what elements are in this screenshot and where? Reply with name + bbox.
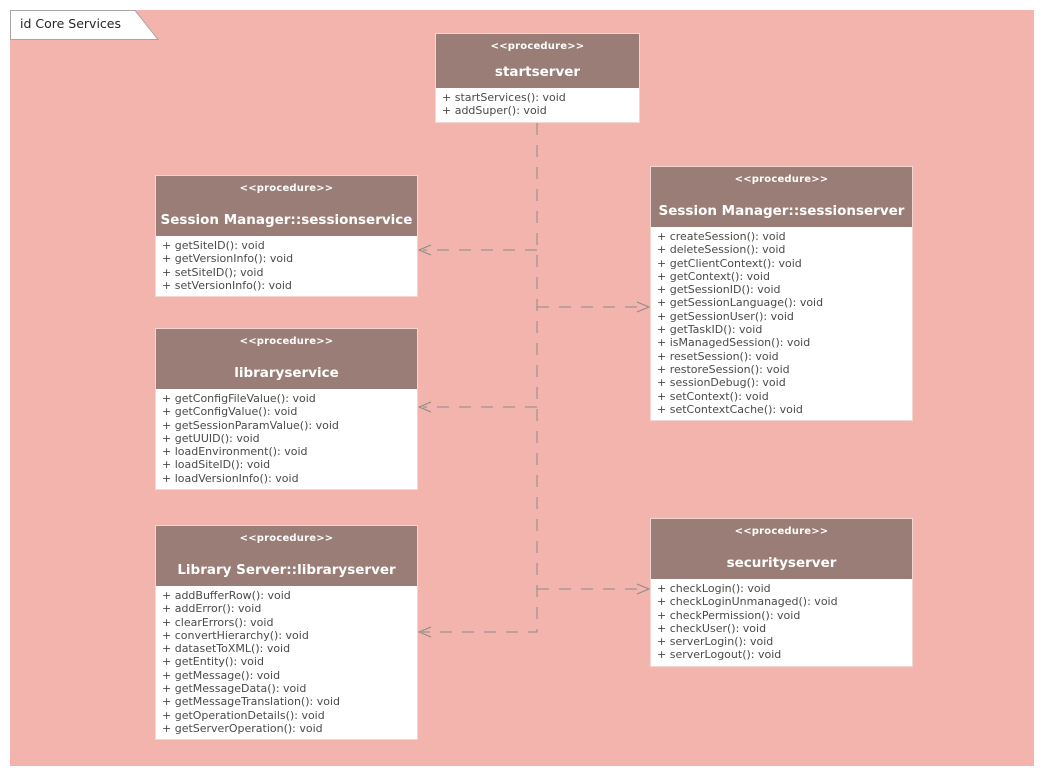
method-item: + getSessionLanguage(): void <box>657 296 824 310</box>
open-arrowhead-icon <box>636 583 651 595</box>
method-item: + getConfigValue(): void <box>162 405 298 419</box>
frame-label-tab <box>10 10 160 40</box>
method-item: + getServerOperation(): void <box>162 721 323 735</box>
class-header: <<procedure>> Session Manager::sessionse… <box>156 176 417 236</box>
method-item: + getSessionID(): void <box>657 283 781 297</box>
method-item: + getMessage(): void <box>162 668 281 682</box>
method-item: + getVersionInfo(): void <box>162 252 294 266</box>
method-item: + datasetToXML(): void <box>162 642 291 656</box>
method-item: + getSiteID(): void <box>162 239 265 252</box>
method-item: + getClientContext(): void <box>657 256 802 270</box>
dependency-startserver-to-libraryserver[interactable] <box>422 123 538 633</box>
method-list: + createSession(): void+ deleteSession()… <box>651 227 912 421</box>
class-box-libraryservice[interactable]: <<procedure>> libraryservice + getConfig… <box>155 328 418 491</box>
method-item: + getSessionUser(): void <box>657 309 794 323</box>
method-item: + setVersionInfo(): void <box>162 278 292 292</box>
method-item: + getTaskID(): void <box>657 323 763 337</box>
method-item: + resetSession(): void <box>657 349 779 363</box>
method-item: + addSuper(): void <box>442 104 547 118</box>
open-arrowhead-icon <box>417 244 432 256</box>
frame-label-shape <box>10 10 160 40</box>
method-item: + sessionDebug(): void <box>657 376 786 390</box>
method-item: + createSession(): void <box>657 230 786 243</box>
method-item: + getEntity(): void <box>162 655 264 669</box>
class-name: Session Manager::sessionservice <box>160 212 413 228</box>
method-item: + serverLogout(): void <box>657 648 782 662</box>
method-item: + isManagedSession(): void <box>657 336 811 350</box>
class-box-startserver[interactable]: <<procedure>> startserver + startService… <box>435 33 640 123</box>
diagram-canvas: id Core Services <<procedure>> startserv… <box>10 10 1034 766</box>
stereotype-label: <<procedure>> <box>239 183 334 194</box>
method-list: + startServices(): void+ addSuper(): voi… <box>436 88 639 122</box>
method-item: + addBufferRow(): void <box>162 589 291 602</box>
method-list: + addBufferRow(): void+ addError(): void… <box>156 586 417 740</box>
method-item: + clearErrors(): void <box>162 615 274 629</box>
class-name: Session Manager::sessionserver <box>658 203 905 219</box>
class-box-sessionserver[interactable]: <<procedure>> Session Manager::sessionse… <box>650 166 913 422</box>
class-header: <<procedure>> startserver <box>436 34 639 88</box>
stereotype-label: <<procedure>> <box>734 174 829 185</box>
class-name: securityserver <box>726 555 837 571</box>
method-item: + convertHierarchy(): void <box>162 628 309 642</box>
method-list: + getConfigFileValue(): void+ getConfigV… <box>156 389 417 490</box>
method-item: + restoreSession(): void <box>657 362 790 376</box>
stereotype-label: <<procedure>> <box>490 41 585 52</box>
class-header: <<procedure>> libraryservice <box>156 329 417 389</box>
method-item: + getContext(): void <box>657 269 770 283</box>
method-item: + serverLogin(): void <box>657 635 774 649</box>
class-box-libraryserver[interactable]: <<procedure>> Library Server::libraryser… <box>155 525 418 741</box>
method-item: + getMessageData(): void <box>162 682 307 696</box>
stereotype-label: <<procedure>> <box>239 336 334 347</box>
method-item: + startServices(): void <box>442 91 566 104</box>
method-item: + loadSiteID(): void <box>162 458 271 472</box>
method-item: + checkLogin(): void <box>657 582 771 595</box>
connector-layer <box>417 123 651 638</box>
open-arrowhead-icon <box>636 301 651 313</box>
method-item: + getMessageTranslation(): void <box>162 695 340 709</box>
open-arrowhead-icon <box>417 401 432 413</box>
stereotype-label: <<procedure>> <box>239 533 334 544</box>
method-item: + checkUser(): void <box>657 621 767 635</box>
class-header: <<procedure>> Session Manager::sessionse… <box>651 167 912 227</box>
class-header: <<procedure>> securityserver <box>651 519 912 579</box>
stereotype-label: <<procedure>> <box>734 526 829 537</box>
frame-label: id Core Services <box>20 16 121 31</box>
method-item: + setSiteID(); void <box>162 265 264 279</box>
method-item: + getConfigFileValue(): void <box>162 392 316 405</box>
method-item: + getUUID(): void <box>162 431 260 445</box>
method-item: + checkLoginUnmanaged(): void <box>657 595 838 609</box>
class-box-sessionservice[interactable]: <<procedure>> Session Manager::sessionse… <box>155 175 418 298</box>
class-name: Library Server::libraryserver <box>177 562 396 578</box>
open-arrowhead-icon <box>417 626 432 638</box>
method-item: + setContext(): void <box>657 389 769 403</box>
class-name: libraryservice <box>234 365 339 381</box>
method-item: + deleteSession(): void <box>657 243 786 257</box>
method-item: + getSessionParamValue(): void <box>162 418 339 432</box>
method-item: + loadVersionInfo(): void <box>162 471 299 485</box>
method-item: + getOperationDetails(): void <box>162 708 325 722</box>
method-item: + loadEnvironment(): void <box>162 445 308 459</box>
method-item: + addError(): void <box>162 602 262 616</box>
method-list: + checkLogin(): void+ checkLoginUnmanage… <box>651 579 912 666</box>
class-header: <<procedure>> Library Server::libraryser… <box>156 526 417 586</box>
class-box-securityserver[interactable]: <<procedure>> securityserver + checkLogi… <box>650 518 913 667</box>
method-item: + checkPermission(): void <box>657 608 801 622</box>
method-list: + getSiteID(): void+ getVersionInfo(): v… <box>156 236 417 297</box>
method-item: + setContextCache(): void <box>657 402 803 416</box>
class-name: startserver <box>494 64 581 80</box>
